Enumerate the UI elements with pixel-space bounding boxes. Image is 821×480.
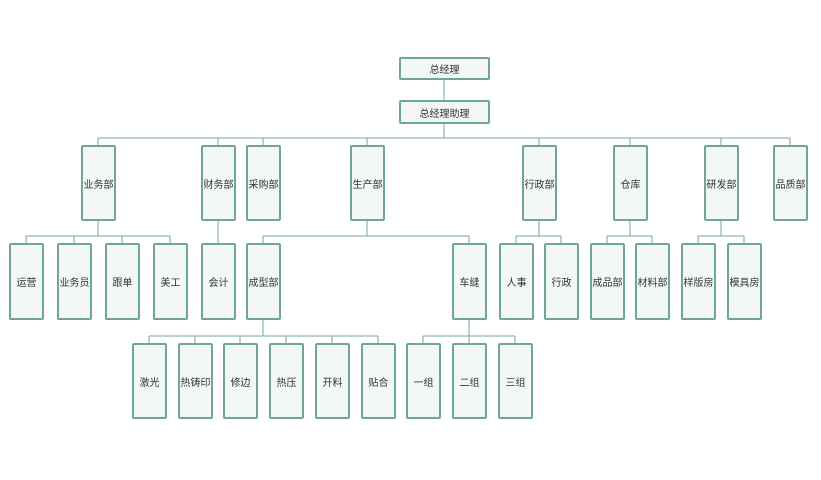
node-laminating: 贴合	[361, 343, 396, 419]
node-group2: 二组	[452, 343, 487, 419]
node-hot-press: 热压	[269, 343, 304, 419]
node-finished-goods: 成品部	[590, 243, 625, 320]
node-production: 生产部	[350, 145, 385, 221]
node-sewing: 车缝	[452, 243, 487, 320]
node-group1: 一组	[406, 343, 441, 419]
node-hr: 人事	[499, 243, 534, 320]
node-followup: 跟单	[105, 243, 140, 320]
node-hot-stamp: 热铸印	[178, 343, 213, 419]
node-art: 美工	[153, 243, 188, 320]
node-assistant: 总经理助理	[399, 100, 490, 124]
node-laser: 激光	[132, 343, 167, 419]
node-forming: 成型部	[246, 243, 281, 320]
node-rnd: 研发部	[704, 145, 739, 221]
node-warehouse: 仓库	[613, 145, 648, 221]
node-salesperson: 业务员	[57, 243, 92, 320]
node-materials: 材料部	[635, 243, 670, 320]
node-finance: 财务部	[201, 145, 236, 221]
node-operations: 运营	[9, 243, 44, 320]
node-ceo: 总经理	[399, 57, 490, 80]
node-group3: 三组	[498, 343, 533, 419]
node-trimming: 修边	[223, 343, 258, 419]
node-sales: 业务部	[81, 145, 116, 221]
node-purchase: 采购部	[246, 145, 281, 221]
node-admin-staff: 行政	[544, 243, 579, 320]
node-sample-room: 样版房	[681, 243, 716, 320]
node-cutting: 开料	[315, 343, 350, 419]
node-qa: 品质部	[773, 145, 808, 221]
node-admin: 行政部	[522, 145, 557, 221]
node-mold-room: 模具房	[727, 243, 762, 320]
node-accounting: 会计	[201, 243, 236, 320]
